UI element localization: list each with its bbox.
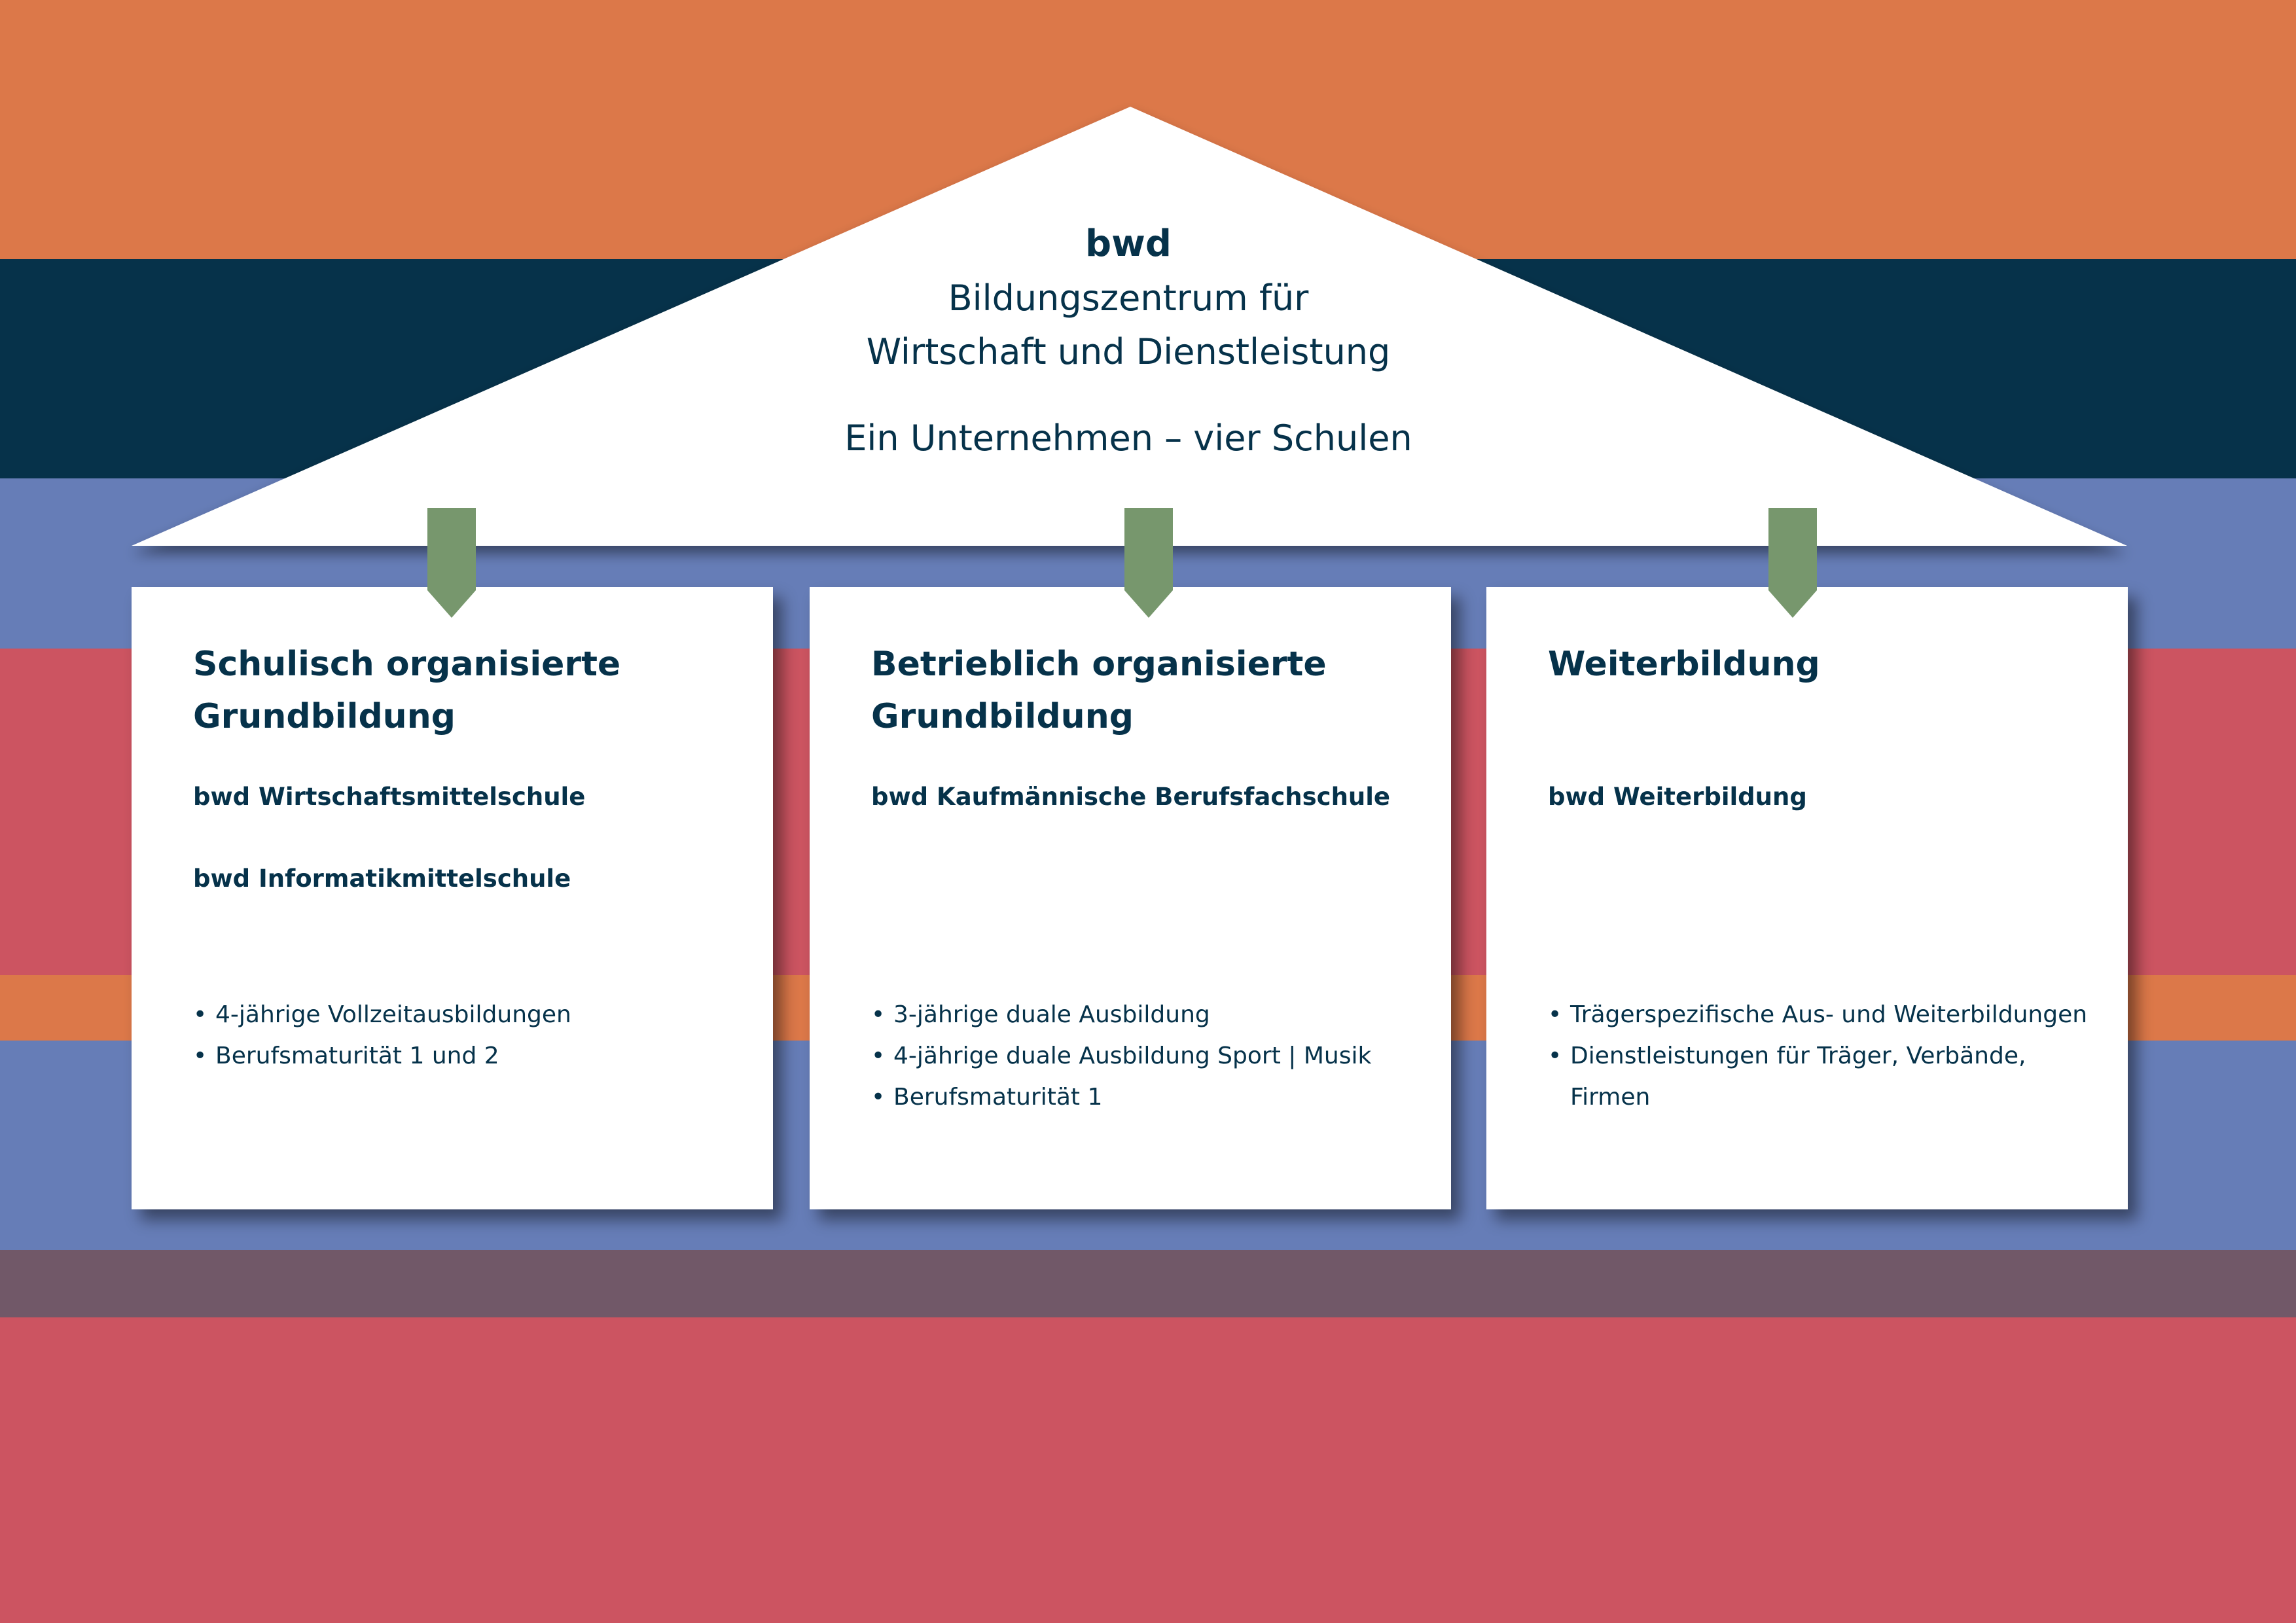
school-name: bwd Weiterbildung [1548, 783, 1807, 811]
bullet-list: 3-jährige duale Ausbildung 4-jährige dua… [871, 994, 1425, 1118]
bullet-item: 3-jährige duale Ausbildung [871, 994, 1425, 1035]
pillar-heading: Schulisch organisierte Grundbildung [193, 645, 621, 736]
pillar-heading: Weiterbildung [1548, 645, 1820, 684]
title-line-1: Bildungszentrum für [948, 277, 1309, 319]
pillar-heading: Betrieblich organisierte Grundbildung [871, 645, 1327, 736]
tagline: Ein Unternehmen – vier Schulen [844, 418, 1412, 459]
band-red-bottom [0, 1317, 2296, 1623]
bullet-item: 4-jährige Vollzeitausbildungen [193, 994, 747, 1035]
school-name: bwd Kaufmännische Berufsfachschule [871, 783, 1391, 811]
bullet-list: Trägerspezifische Aus- und Weiterbildung… [1548, 994, 2102, 1118]
arrow-down-icon [427, 508, 476, 618]
pillar-school-based: Schulisch organisierte Grundbildung bwd … [132, 587, 773, 1209]
title-line-2: Wirtschaft und Dienstleistung [866, 331, 1391, 372]
pillar-company-based: Betrieblich organisierte Grundbildung bw… [810, 587, 1451, 1209]
bullet-item: Trägerspezifische Aus- und Weiterbildung… [1548, 994, 2102, 1035]
school-name: bwd Informatikmittelschule [193, 865, 571, 893]
arrow-down-icon [1124, 508, 1173, 618]
bullet-item: 4-jährige duale Ausbildung Sport | Musik [871, 1035, 1425, 1077]
pillar-further-education: Weiterbildung bwd Weiterbildung Trägersp… [1486, 587, 2128, 1209]
school-name: bwd Wirtschaftsmittelschule [193, 783, 586, 811]
band-mauve [0, 1250, 2296, 1317]
bullet-item: Berufsmaturität 1 [871, 1077, 1425, 1118]
roof-triangle [132, 107, 2127, 546]
bullet-list: 4-jährige Vollzeitausbildungen Berufsmat… [193, 994, 747, 1077]
bullet-item: Dienstleistungen für Träger, Verbände, F… [1548, 1035, 2102, 1118]
arrow-down-icon [1768, 508, 1817, 618]
brand-name: bwd [1085, 223, 1172, 265]
bullet-item: Berufsmaturität 1 und 2 [193, 1035, 747, 1077]
